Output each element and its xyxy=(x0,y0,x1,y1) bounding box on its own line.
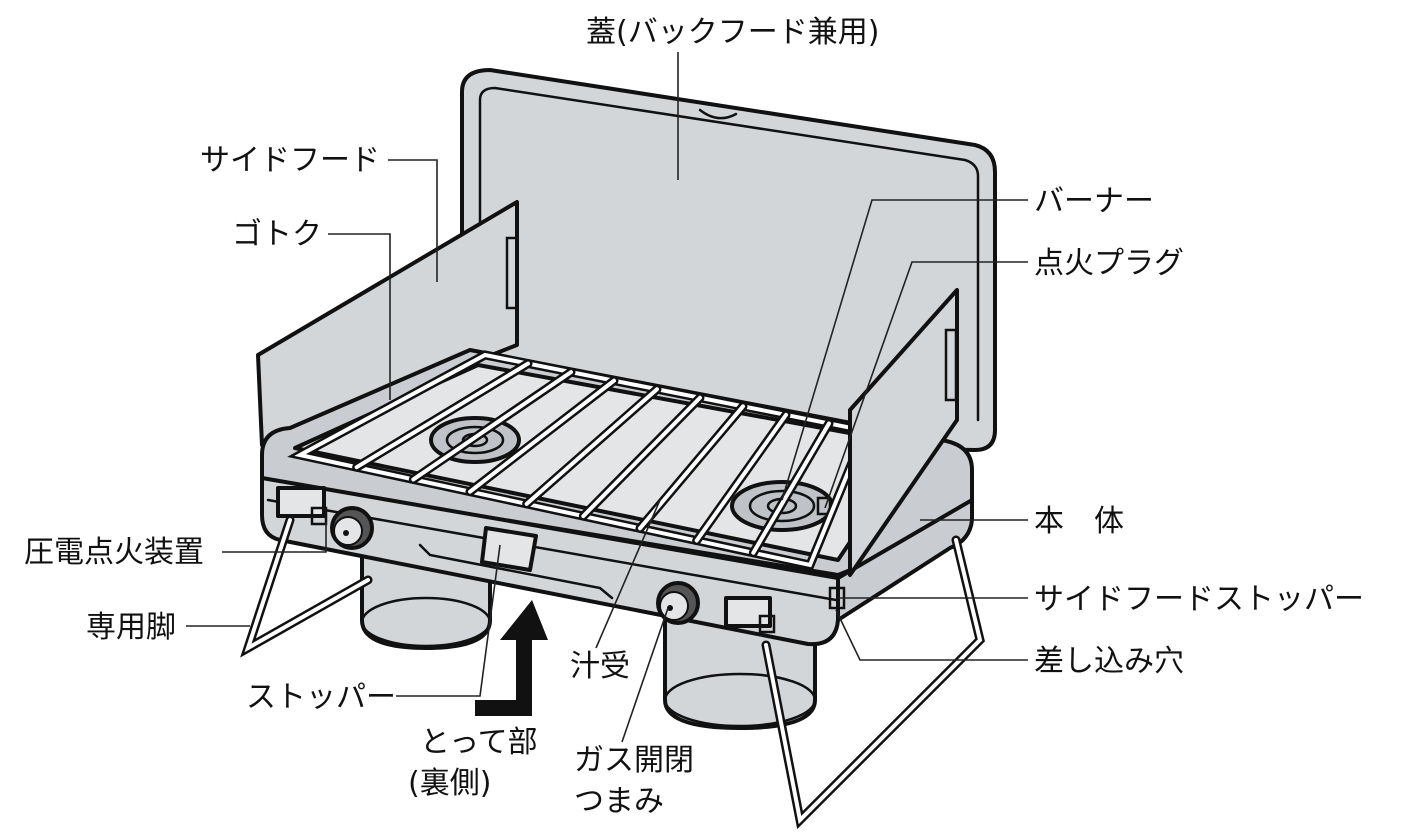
side-hood-left xyxy=(256,200,519,447)
label-handle-line2: (裏側) xyxy=(408,766,491,801)
leader-lines xyxy=(186,52,1028,743)
label-drip-tray: 汁受 xyxy=(570,649,630,684)
gas-knob-left xyxy=(330,506,374,550)
label-piezo-igniter: 圧電点火装置 xyxy=(24,535,204,570)
grate-bar xyxy=(751,421,831,555)
side-hood-right xyxy=(848,288,959,577)
legs xyxy=(240,515,985,830)
label-gas-knob-line2: つまみ xyxy=(574,784,664,819)
label-lid: 蓋(バックフード兼用) xyxy=(586,15,879,50)
label-grate: ゴトク xyxy=(232,217,322,252)
label-ignition-plug: 点火プラグ xyxy=(1034,246,1184,281)
label-body: 本 体 xyxy=(1034,504,1124,539)
label-dedicated-legs: 専用脚 xyxy=(86,610,176,645)
grate-bar xyxy=(354,361,530,470)
piezo-igniter-right xyxy=(724,596,776,634)
grate-bar xyxy=(581,395,702,519)
label-side-hood: サイドフード xyxy=(200,143,380,178)
stopper xyxy=(480,526,538,572)
grate-bar xyxy=(411,370,573,482)
grate-bar xyxy=(694,412,788,543)
direction-arrow xyxy=(475,600,548,716)
grate-bar xyxy=(524,387,659,506)
label-burner: バーナー xyxy=(1034,184,1154,219)
label-side-hood-stopper: サイドフードストッパー xyxy=(1034,582,1364,617)
gas-knob-right xyxy=(656,581,700,625)
piezo-igniter-left xyxy=(276,486,328,526)
label-gas-knob-line1: ガス開閉 xyxy=(574,743,694,778)
labels: 蓋(バックフード兼用) サイドフード ゴトク バーナー 点火プラグ 本 体 圧電… xyxy=(24,15,1364,819)
label-stopper: ストッパー xyxy=(246,680,396,715)
lid xyxy=(460,68,997,452)
label-handle-line1: とって部 xyxy=(420,725,538,760)
label-insertion-hole: 差し込み穴 xyxy=(1034,644,1184,679)
grate-bar xyxy=(468,378,616,494)
